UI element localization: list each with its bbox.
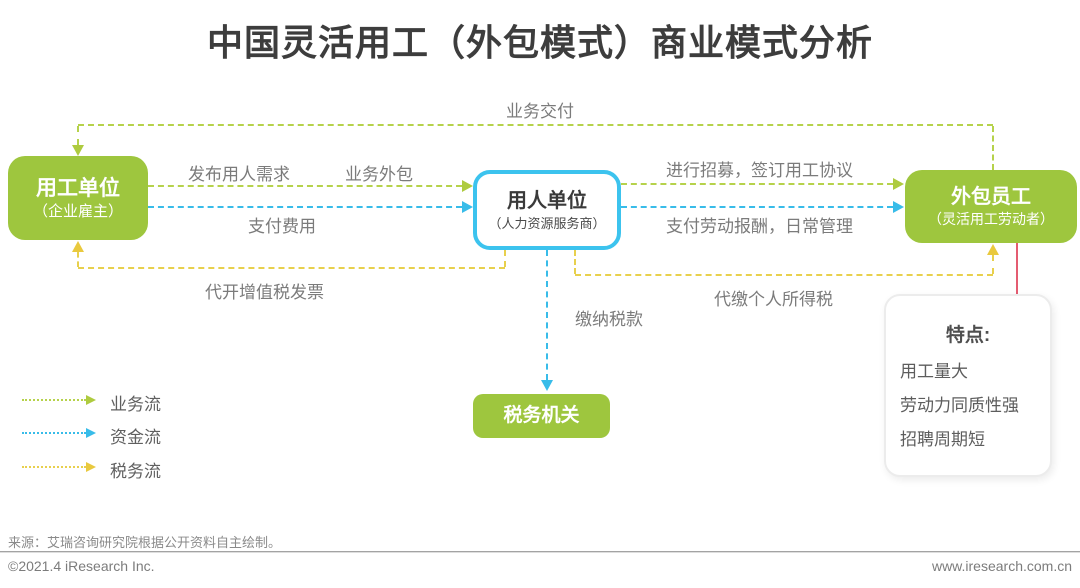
pay-fee-line — [148, 206, 462, 208]
flow-label-withhold-tax: 代缴个人所得税 — [714, 290, 833, 309]
features-title: 特点: — [945, 325, 991, 346]
node-employer-title: 用工单位 — [36, 176, 120, 200]
flow-label-business-outsourcing: 业务外包 — [345, 165, 413, 184]
flow-label-vat-invoice: 代开增值税发票 — [205, 283, 324, 302]
legend-business-flow-line — [22, 399, 86, 401]
legend-money-flow-line — [22, 432, 86, 434]
flow-label-pay-labor: 支付劳动报酬，日常管理 — [666, 217, 853, 236]
page-title: 中国灵活用工（外包模式）商业模式分析 — [206, 22, 873, 63]
node-employer: 用工单位 （企业雇主） — [8, 156, 148, 240]
node-hr-provider-title: 用人单位 — [507, 189, 587, 212]
flow-label-recruit: 进行招募，签订用工协议 — [666, 161, 853, 180]
features-box: 特点: 用工量大 劳动力同质性强 招聘周期短 — [884, 294, 1052, 477]
features-item: 用工量大 — [900, 362, 968, 381]
withhold-tax-arrowhead-icon — [987, 244, 999, 255]
website-text: www.iresearch.com.cn — [931, 558, 1072, 574]
features-item: 招聘周期短 — [900, 430, 985, 449]
business-delivery-line-horizontal — [78, 124, 993, 126]
legend-tax-flow-arrow-icon — [86, 462, 96, 472]
business-delivery-arrowhead-down-icon — [72, 145, 84, 156]
withhold-tax-line-horizontal — [575, 274, 993, 276]
node-hr-provider-subtitle: （人力资源服务商） — [488, 215, 606, 231]
recruit-arrowhead-icon — [893, 178, 904, 190]
node-tax-authority: 税务机关 — [473, 394, 610, 438]
flow-label-pay-taxes: 缴纳税款 — [575, 310, 643, 329]
legend-business-flow-label: 业务流 — [110, 395, 161, 414]
legend-business-flow-arrow-icon — [86, 395, 96, 405]
vat-invoice-line-horizontal — [78, 267, 505, 269]
node-employer-subtitle: （企业雇主） — [32, 202, 123, 220]
publish-demand-arrowhead-icon — [462, 180, 473, 192]
node-outsourced-worker: 外包员工 （灵活用工劳动者） — [905, 170, 1077, 243]
business-delivery-line-vertical-right — [992, 126, 994, 170]
legend-money-flow-arrow-icon — [86, 428, 96, 438]
copyright-text: ©2021.4 iResearch Inc. — [8, 558, 155, 574]
node-hr-provider: 用人单位 （人力资源服务商） — [473, 170, 621, 250]
node-tax-authority-title: 税务机关 — [503, 405, 580, 426]
footer-divider — [0, 551, 1080, 552]
flow-label-pay-fee: 支付费用 — [248, 217, 316, 236]
recruit-line — [621, 183, 893, 185]
pay-taxes-arrowhead-icon — [541, 380, 553, 391]
pay-taxes-line — [546, 250, 548, 380]
legend-tax-flow-line — [22, 466, 86, 468]
publish-demand-line — [148, 185, 462, 187]
withhold-tax-line-vertical — [992, 255, 994, 274]
legend-tax-flow-label: 税务流 — [110, 462, 161, 481]
node-outsourced-worker-title: 外包员工 — [951, 186, 1031, 208]
flow-label-business-delivery: 业务交付 — [506, 102, 574, 121]
pay-fee-arrowhead-icon — [462, 201, 473, 213]
business-delivery-line-vertical-left — [77, 126, 79, 145]
legend-money-flow-label: 资金流 — [110, 428, 161, 447]
vat-invoice-line-vertical — [77, 252, 79, 267]
source-note: 来源：艾瑞咨询研究院根据公开资料自主绘制。 — [8, 535, 282, 550]
withhold-tax-line-stub — [574, 250, 576, 274]
vat-invoice-line-stub — [504, 250, 506, 267]
features-item: 劳动力同质性强 — [900, 396, 1019, 415]
pay-labor-line — [621, 206, 893, 208]
vat-invoice-arrowhead-icon — [72, 241, 84, 252]
flow-label-publish-demand: 发布用人需求 — [188, 165, 290, 184]
features-connector-line — [1016, 243, 1018, 295]
node-outsourced-worker-subtitle: （灵活用工劳动者） — [928, 211, 1054, 227]
pay-labor-arrowhead-icon — [893, 201, 904, 213]
